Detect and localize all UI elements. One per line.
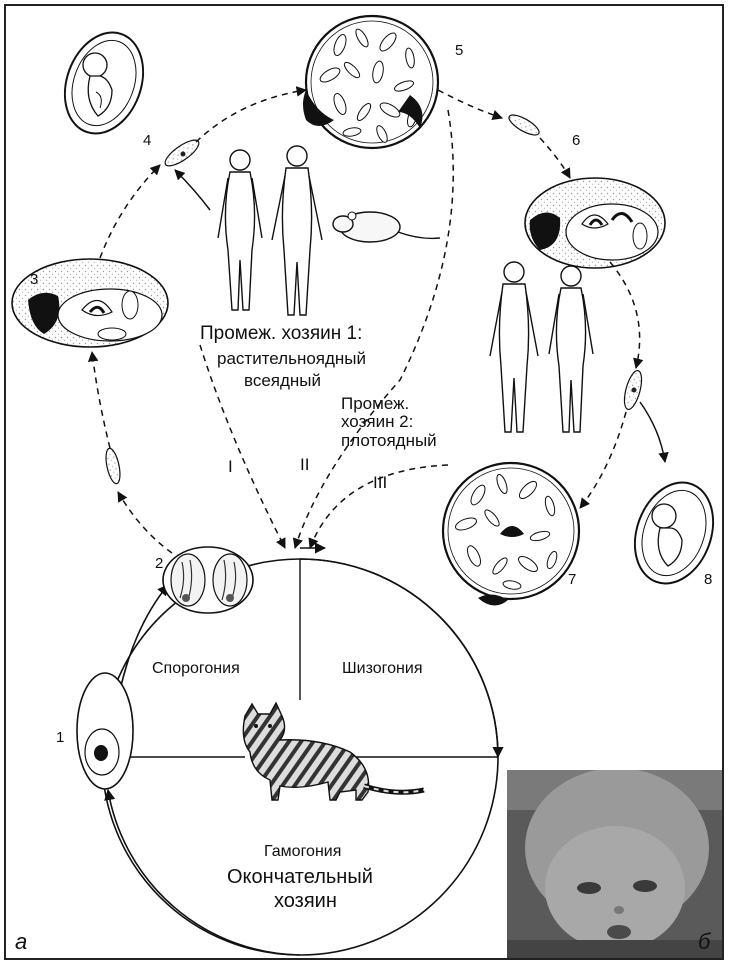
host1-title: Промеж. хозяин 1:	[200, 324, 362, 345]
route-label-ii: II	[300, 456, 309, 475]
cycle-arrow-schizogony	[300, 559, 498, 757]
stage-number-5: 5	[455, 43, 463, 60]
schizogony-label: Шизогония	[342, 660, 422, 678]
stage-6-pseudocyst	[525, 178, 665, 268]
host2-title-line1: Промеж.	[341, 395, 409, 414]
child-photo-drawing	[507, 770, 722, 958]
stage-number-3: 3	[30, 272, 38, 289]
stage-5-tissue-cyst	[303, 16, 438, 148]
final-host-line1: Окончательный	[227, 866, 373, 888]
stage-number-6: 6	[572, 133, 580, 150]
stage-number-2: 2	[155, 556, 163, 573]
host1-herbivore: растительноядный	[217, 350, 366, 369]
stage-1-oocyst	[77, 673, 133, 789]
child-photo	[507, 770, 722, 958]
tachyzoite-3-2	[103, 447, 122, 485]
host1-omnivore: всеядный	[244, 372, 321, 391]
tachyzoite-5-6	[506, 111, 541, 138]
rat-host-1	[333, 212, 440, 242]
final-host-line2: хозяин	[274, 890, 337, 912]
host2-title-line2: хозяин 2:	[341, 413, 413, 432]
stage-number-1: 1	[56, 730, 64, 747]
route-label-i: I	[228, 458, 233, 477]
humans-host-1	[218, 146, 322, 315]
cat-definitive-host	[243, 703, 424, 800]
stage-2-sporulated-oocyst	[163, 547, 253, 613]
route-label-iii: III	[373, 474, 387, 493]
humans-host-2	[490, 262, 593, 432]
stage-7-tissue-cyst	[443, 463, 579, 606]
stage-number-4: 4	[143, 133, 151, 150]
stage-number-7: 7	[568, 572, 576, 589]
panel-label-a: а	[15, 930, 27, 954]
stage-number-8: 8	[704, 572, 712, 589]
panel-label-b: б	[698, 930, 710, 954]
host2-carnivore: плотоядный	[341, 432, 437, 451]
sporogony-label: Спорогония	[152, 660, 240, 678]
gamogony-label: Гамогония	[264, 843, 341, 861]
stage-4-fetus	[51, 21, 156, 144]
